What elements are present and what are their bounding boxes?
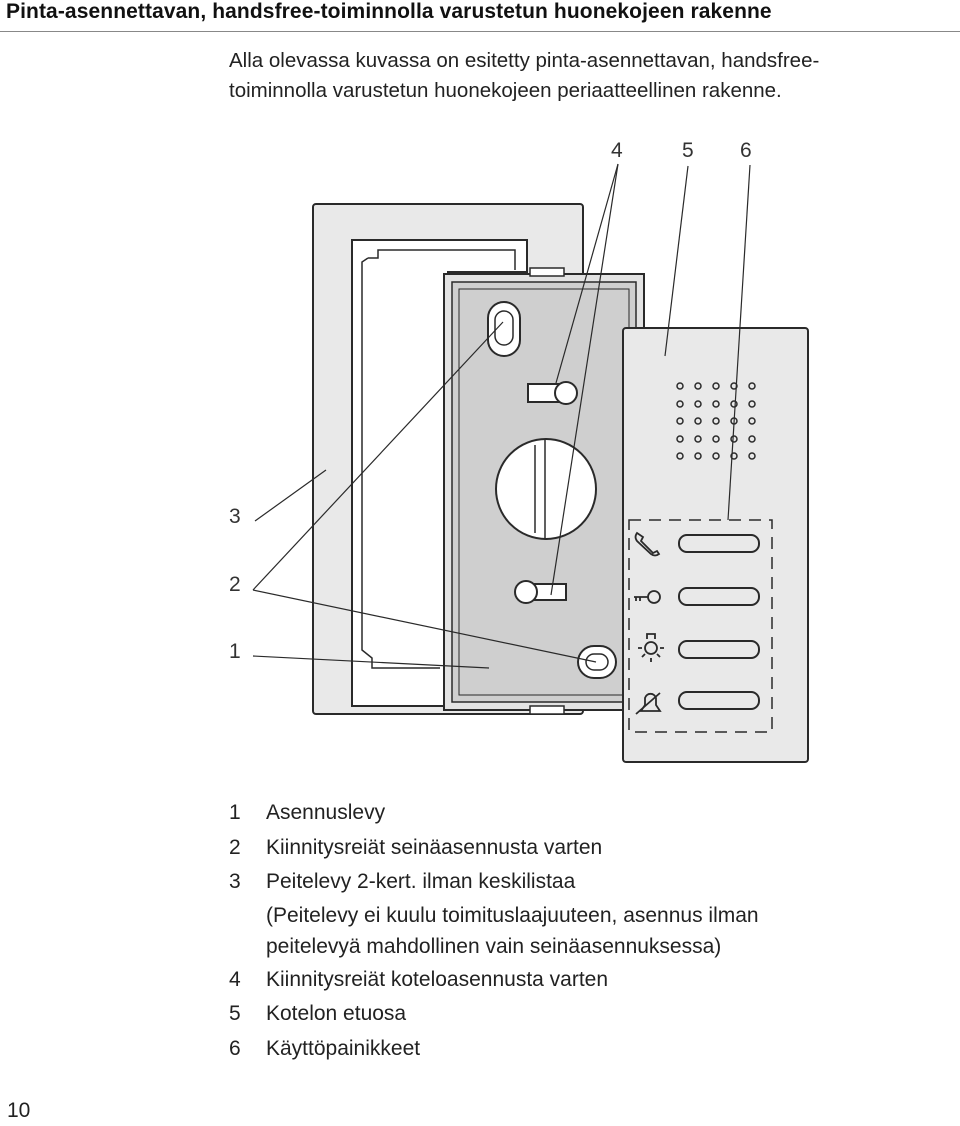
legend-number: 2: [229, 835, 241, 859]
intro-paragraph: Alla olevassa kuvassa on esitetty pinta-…: [229, 46, 957, 106]
callout-1: 1: [229, 640, 241, 663]
legend-number: 5: [229, 1002, 241, 1025]
legend-number: 4: [229, 967, 241, 991]
legend-text: Peitelevy 2-kert. ilman keskilistaa: [266, 870, 576, 893]
legend-list: 1 Asennuslevy 2 Kiinnitysreiät seinäasen…: [229, 796, 759, 1066]
mounting-plate: [443, 267, 645, 715]
heading-rule: [0, 31, 960, 32]
legend-number: 1: [229, 801, 241, 824]
legend-item-5: 5 Kotelon etuosa: [229, 997, 759, 1032]
speaker-grille: [676, 382, 756, 460]
legend-number: 6: [229, 1036, 241, 1060]
page-number: 10: [7, 1099, 31, 1122]
legend-text: Kiinnitysreiät seinäasennusta varten: [266, 835, 603, 859]
callout-2: 2: [229, 573, 241, 596]
handset-button[interactable]: [678, 534, 760, 553]
legend-note-line-2: peitelevyä mahdollinen vain seinäasennuk…: [266, 935, 722, 958]
button-group-outline: [628, 519, 773, 733]
housing-front: [622, 327, 809, 763]
legend-item-1: 1 Asennuslevy: [229, 796, 759, 831]
legend-text: Käyttöpainikkeet: [266, 1036, 421, 1060]
legend-number: 3: [229, 870, 241, 893]
callout-3: 3: [229, 505, 241, 528]
handset-icon: [634, 531, 661, 557]
legend-text: Asennuslevy: [266, 801, 386, 824]
legend-item-4: 4 Kiinnitysreiät koteloasennusta varten: [229, 963, 759, 998]
bell-muted-icon: [635, 692, 662, 715]
intro-line-1: Alla olevassa kuvassa on esitetty pinta-…: [229, 49, 820, 72]
callout-4: 4: [611, 139, 623, 162]
legend-item-2: 2 Kiinnitysreiät seinäasennusta varten: [229, 831, 759, 866]
light-icon: [638, 633, 664, 662]
legend-item-3: 3 Peitelevy 2-kert. ilman keskilistaa (P…: [229, 865, 759, 963]
intro-line-2: toiminnolla varustetun huonekojeen peria…: [229, 79, 782, 102]
callout-5: 5: [682, 139, 694, 162]
legend-item-6: 6 Käyttöpainikkeet: [229, 1032, 759, 1067]
device-structure-diagram: 4 5 6 3 2 1: [229, 139, 809, 763]
mute-button[interactable]: [678, 691, 760, 710]
leader-lines: [252, 163, 751, 669]
legend-text: Kiinnitysreiät koteloasennusta varten: [266, 967, 609, 991]
light-button[interactable]: [678, 640, 760, 659]
legend-note-line-1: (Peitelevy ei kuulu toimituslaajuuteen, …: [266, 903, 759, 927]
callout-6: 6: [740, 139, 752, 162]
key-icon: [634, 590, 661, 604]
legend-text: Kotelon etuosa: [266, 1002, 407, 1025]
page-heading: Pinta-asennettavan, handsfree-toiminnoll…: [6, 0, 772, 23]
door-open-button[interactable]: [678, 587, 760, 606]
